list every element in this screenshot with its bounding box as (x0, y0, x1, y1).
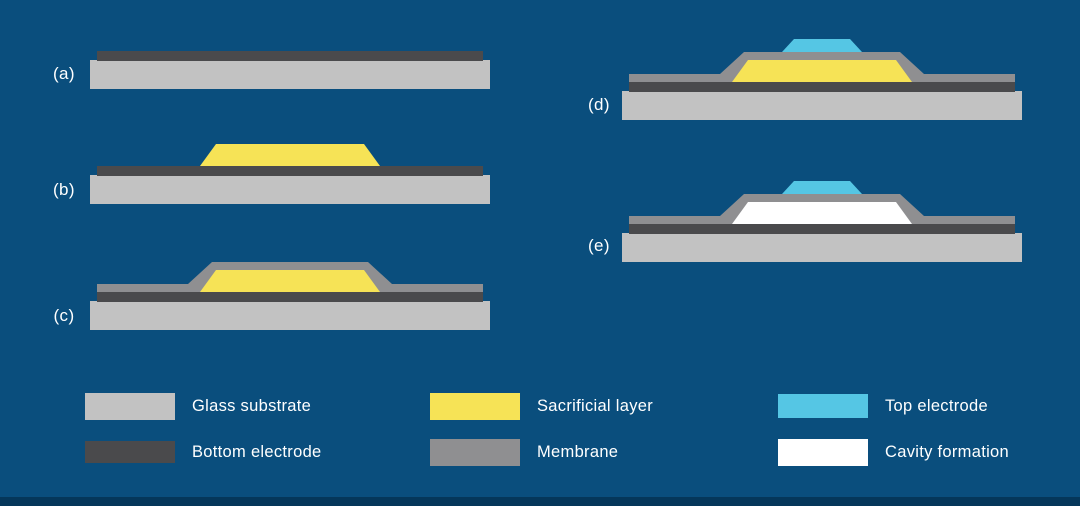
glass-substrate-layer (90, 301, 490, 330)
bottom-electrode-layer (97, 51, 483, 61)
bottom-electrode-swatch (85, 441, 175, 463)
bottom-electrode-layer (97, 292, 483, 302)
top-electrode-layer (782, 181, 862, 194)
glass-substrate-layer (622, 91, 1022, 120)
step-d-label: (d) (588, 95, 610, 114)
step-c-cross-section (90, 262, 490, 330)
bottom-electrode-layer (97, 166, 483, 176)
bottom-electrode-layer (629, 224, 1015, 234)
legend-item-cavity-formation: Cavity formation (778, 439, 1009, 466)
membrane-swatch (430, 439, 520, 466)
top-electrode-swatch (778, 394, 868, 418)
cavity-layer (732, 202, 912, 224)
sacrificial-layer (732, 60, 912, 82)
cavity-formation-swatch (778, 439, 868, 466)
step-b-label: (b) (53, 180, 75, 199)
step-e-label: (e) (588, 236, 610, 255)
legend-label: Cavity formation (885, 443, 1010, 461)
bottom-electrode-layer (629, 82, 1015, 92)
glass-substrate-layer (90, 60, 490, 89)
step-a-label: (a) (53, 64, 75, 83)
legend-item-bottom-electrode: Bottom electrode (85, 441, 322, 463)
step-a-cross-section (90, 51, 490, 89)
legend-item-sacrificial-layer: Sacrificial layer (430, 393, 653, 420)
step-c-label: (c) (53, 306, 75, 325)
step-e-cross-section (622, 181, 1022, 262)
sacrificial-layer (200, 144, 380, 166)
legend-item-membrane: Membrane (430, 439, 618, 466)
sacrificial-layer-swatch (430, 393, 520, 420)
legend-item-top-electrode: Top electrode (778, 394, 988, 418)
legend-label: Top electrode (885, 396, 988, 415)
sacrificial-layer (200, 270, 380, 292)
legend-label: Membrane (537, 443, 619, 461)
glass-substrate-layer (90, 175, 490, 204)
top-electrode-layer (782, 39, 862, 52)
legend-label: Glass substrate (192, 397, 312, 415)
step-b-cross-section (90, 144, 490, 204)
glass-substrate-layer (622, 233, 1022, 262)
legend-label: Sacrificial layer (537, 397, 654, 415)
glass-substrate-swatch (85, 393, 175, 420)
legend-label: Bottom electrode (192, 442, 322, 461)
step-d-cross-section (622, 39, 1022, 120)
footer-bar (0, 497, 1080, 506)
legend-item-glass-substrate: Glass substrate (85, 393, 311, 420)
